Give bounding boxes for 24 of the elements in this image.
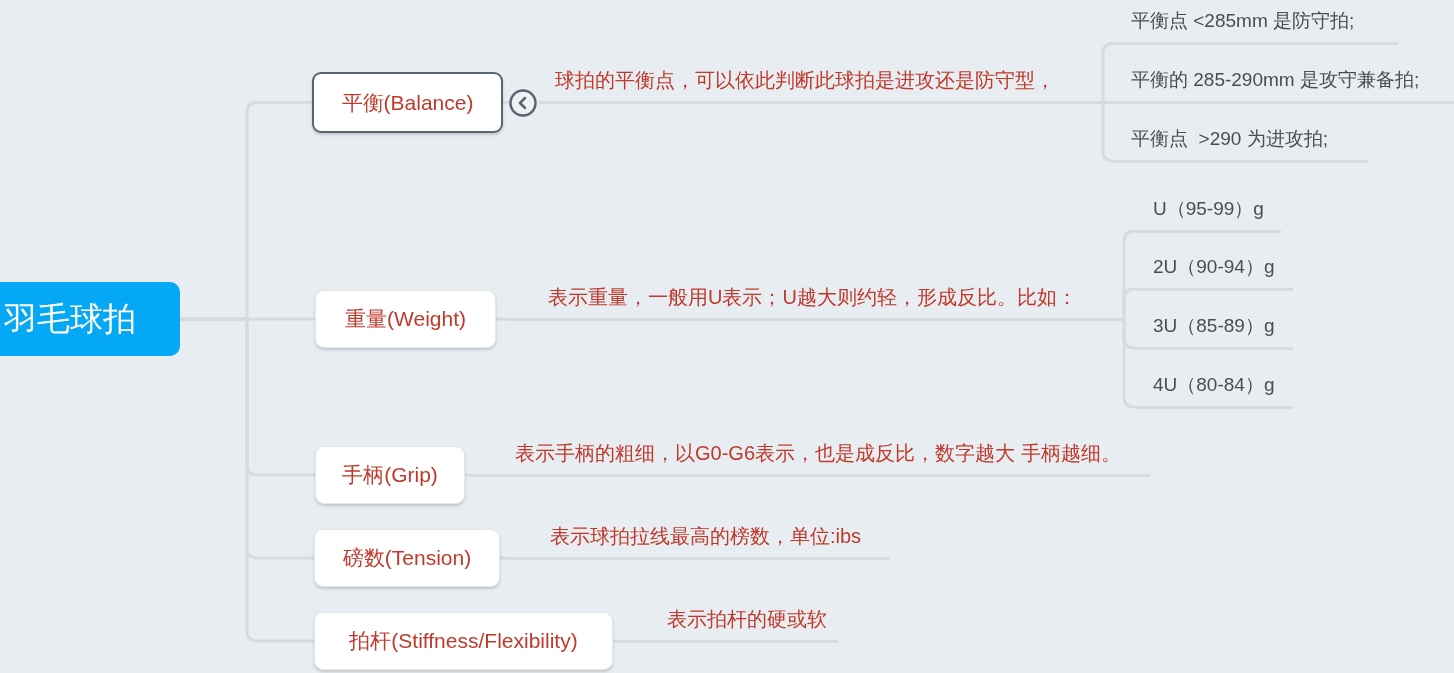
note-text: U（95-99）g xyxy=(1153,196,1264,221)
note-text: 表示重量，一般用U表示；U越大则约轻，形成反比。比如： xyxy=(548,284,1077,309)
topic-label: 手柄(Grip) xyxy=(342,462,438,488)
note-text: 平衡的 285-290mm 是攻守兼备拍; xyxy=(1131,68,1420,92)
note-text: 4U（80-84）g xyxy=(1153,372,1275,397)
note-text: 表示拍杆的硬或软 xyxy=(667,607,827,631)
topic-label: 磅数(Tension) xyxy=(342,545,472,571)
topic-label: 羽毛球拍 xyxy=(4,299,136,339)
topic-label: 拍杆(Stiffness/Flexibility) xyxy=(349,628,578,654)
topic-box xyxy=(312,72,503,133)
topic-box xyxy=(315,290,496,348)
note-text: 平衡点 <285mm 是防守拍; xyxy=(1131,9,1355,33)
note-text: 表示手柄的粗细，以G0-G6表示，也是成反比，数字越大 手柄越细。 xyxy=(515,440,1121,465)
note-text: 3U（85-89）g xyxy=(1153,313,1275,338)
topic-label: 重量(Weight) xyxy=(345,306,466,332)
topic-box xyxy=(315,446,465,504)
note-text: 2U（90-94）g xyxy=(1153,254,1275,279)
note-text: 平衡点 >290 为进攻拍; xyxy=(1131,126,1328,151)
topic-label: 平衡(Balance) xyxy=(341,89,474,116)
topic-box xyxy=(314,529,500,587)
central-topic-box xyxy=(0,282,180,356)
note-text: 表示球拍拉线最高的榜数，单位:ibs xyxy=(550,523,862,548)
note-text: 球拍的平衡点，可以依此判断此球拍是进攻还是防守型， xyxy=(555,68,1055,92)
topic-box xyxy=(314,612,613,670)
